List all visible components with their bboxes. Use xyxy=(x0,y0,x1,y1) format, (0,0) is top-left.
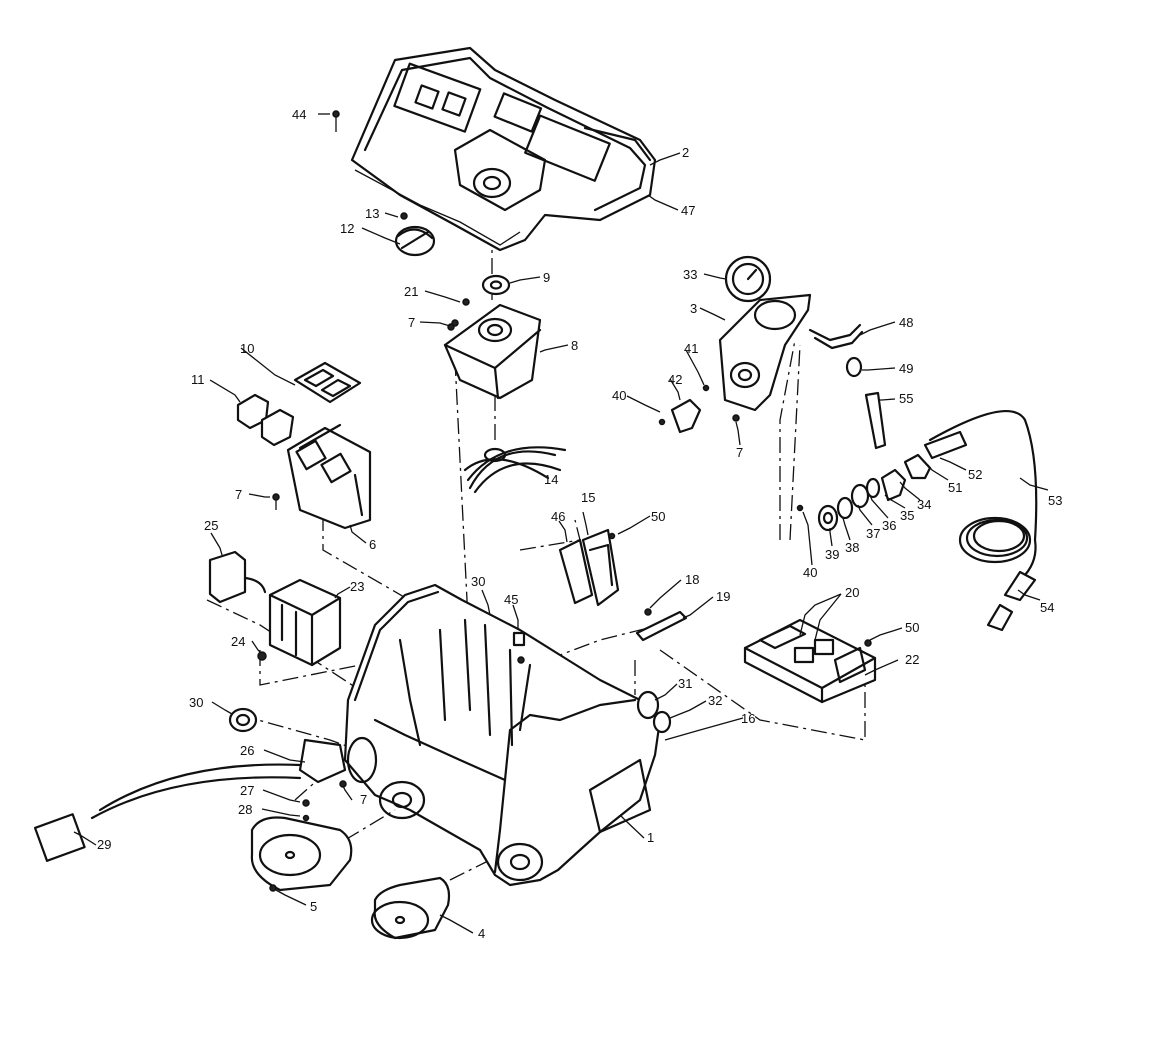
callout-1: 1 xyxy=(647,830,654,845)
callout-12: 12 xyxy=(340,221,354,236)
callout-23: 23 xyxy=(350,579,364,594)
callout-22: 22 xyxy=(905,652,919,667)
callout-44: 44 xyxy=(292,107,306,122)
callout-40-right: 40 xyxy=(803,565,817,580)
callout-50-right: 50 xyxy=(905,620,919,635)
callout-41: 41 xyxy=(684,341,698,356)
callout-labels: 44 2 47 13 12 9 21 7 8 10 11 14 7 6 25 2… xyxy=(97,107,1062,941)
cable-bundle-14 xyxy=(463,446,567,494)
callout-28: 28 xyxy=(238,802,252,817)
callout-54: 54 xyxy=(1040,600,1054,615)
callout-24: 24 xyxy=(231,634,245,649)
filter-46-15 xyxy=(558,528,620,607)
terminal-and-relay xyxy=(208,550,342,667)
gauge-bracket xyxy=(658,255,812,434)
callout-52: 52 xyxy=(968,467,982,482)
callout-38: 38 xyxy=(845,540,859,555)
outlet-fittings xyxy=(636,690,672,734)
callout-7-left: 7 xyxy=(235,487,242,502)
knob-12 xyxy=(394,212,436,257)
callout-37: 37 xyxy=(866,526,880,541)
callout-45: 45 xyxy=(504,592,518,607)
callout-55: 55 xyxy=(899,391,913,406)
assembly-lines xyxy=(206,200,866,881)
callout-35: 35 xyxy=(900,508,914,523)
callout-50-top: 50 xyxy=(651,509,665,524)
callout-27: 27 xyxy=(240,783,254,798)
capacitors xyxy=(250,816,451,940)
switch-parts xyxy=(236,361,372,530)
callout-34: 34 xyxy=(917,497,931,512)
callout-15: 15 xyxy=(581,490,595,505)
callout-51: 51 xyxy=(948,480,962,495)
callout-19: 19 xyxy=(716,589,730,604)
callout-7-top: 7 xyxy=(408,315,415,330)
callout-26: 26 xyxy=(240,743,254,758)
callout-49: 49 xyxy=(899,361,913,376)
callout-36: 36 xyxy=(882,518,896,533)
valve-assembly xyxy=(796,430,968,532)
base-body-1 xyxy=(343,583,662,887)
callout-6: 6 xyxy=(369,537,376,552)
callout-7-right: 7 xyxy=(736,445,743,460)
circuit-board-22 xyxy=(743,618,877,704)
callout-14: 14 xyxy=(544,472,558,487)
seal-9 xyxy=(481,274,511,296)
callout-53: 53 xyxy=(1048,493,1062,508)
callout-39: 39 xyxy=(825,547,839,562)
callout-3: 3 xyxy=(690,301,697,316)
callout-47: 47 xyxy=(681,203,695,218)
callout-4: 4 xyxy=(478,926,485,941)
callout-10: 10 xyxy=(240,341,254,356)
cord-parts xyxy=(33,707,347,862)
callout-8: 8 xyxy=(571,338,578,353)
callout-7-bottom: 7 xyxy=(360,792,367,807)
callout-11: 11 xyxy=(191,372,205,387)
callout-9: 9 xyxy=(543,270,550,285)
callout-16: 16 xyxy=(741,711,755,726)
callout-33: 33 xyxy=(683,267,697,282)
callout-25: 25 xyxy=(204,518,218,533)
callout-20: 20 xyxy=(845,585,859,600)
hose-53-54 xyxy=(928,409,1038,632)
callout-30-center: 30 xyxy=(471,574,485,589)
callout-40-left: 40 xyxy=(612,388,626,403)
callout-5: 5 xyxy=(310,899,317,914)
callout-13: 13 xyxy=(365,206,379,221)
callout-32: 32 xyxy=(708,693,722,708)
callout-30-left: 30 xyxy=(189,695,203,710)
callout-31: 31 xyxy=(678,676,692,691)
callout-42: 42 xyxy=(668,372,682,387)
callout-29: 29 xyxy=(97,837,111,852)
callout-48: 48 xyxy=(899,315,913,330)
pipe-48-49-55 xyxy=(808,323,887,450)
callout-18: 18 xyxy=(685,572,699,587)
leader-lines xyxy=(73,113,1049,934)
housing-8 xyxy=(443,298,542,400)
callout-46: 46 xyxy=(551,509,565,524)
callout-2: 2 xyxy=(682,145,689,160)
top-cover xyxy=(350,46,657,252)
callout-21: 21 xyxy=(404,284,418,299)
small-parts-45-18-19 xyxy=(512,608,688,647)
screws xyxy=(272,110,525,788)
